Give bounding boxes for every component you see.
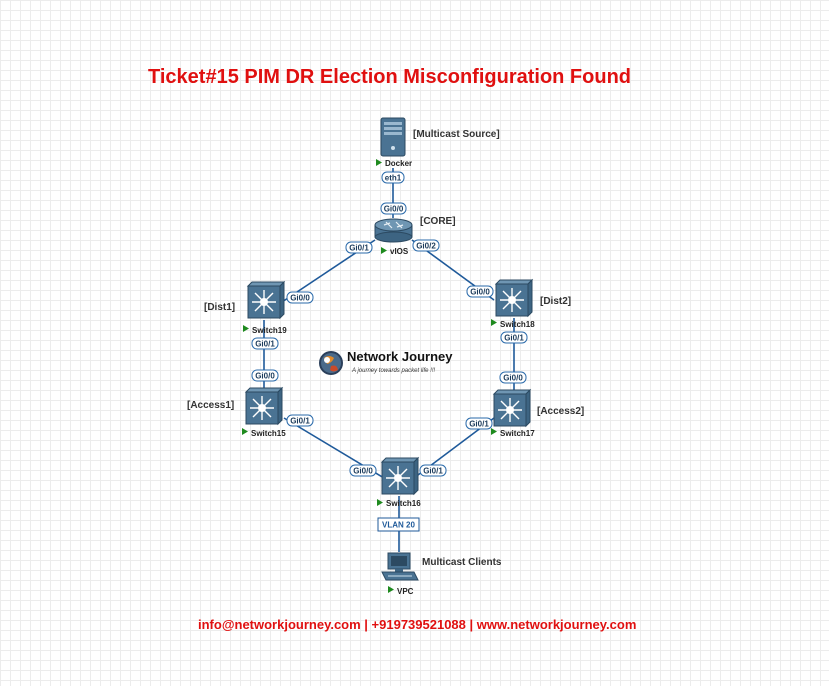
svg-text:Gi0/0: Gi0/0 bbox=[290, 294, 310, 303]
interface-label: Gi0/1 bbox=[500, 331, 528, 344]
switch15-role-label: [Access1] bbox=[187, 400, 234, 411]
interface-label: Gi0/0 bbox=[466, 285, 494, 298]
svg-text:Gi0/1: Gi0/1 bbox=[504, 334, 524, 343]
switch16-name-label: Switch16 bbox=[386, 499, 421, 508]
node-docker[interactable]: [Multicast Source] Docker bbox=[376, 117, 500, 168]
svg-text:Gi0/0: Gi0/0 bbox=[470, 288, 490, 297]
interface-labels: eth1 Gi0/0 Gi0/1 Gi0/2 Gi0/0 Gi0/1 Gi0/0… bbox=[251, 171, 528, 477]
interface-label: Gi0/0 bbox=[380, 202, 407, 215]
brand-logo: Network Journey A journey towards packet… bbox=[319, 349, 453, 375]
running-indicator-icon bbox=[242, 428, 248, 435]
running-indicator-icon bbox=[377, 499, 383, 506]
node-switch17[interactable]: [Access2] Switch17 bbox=[491, 388, 584, 438]
svg-text:Gi0/1: Gi0/1 bbox=[423, 467, 443, 476]
server-icon bbox=[380, 117, 406, 157]
svg-text:Gi0/2: Gi0/2 bbox=[416, 242, 436, 251]
svg-text:Gi0/1: Gi0/1 bbox=[290, 417, 310, 426]
interface-label: Gi0/0 bbox=[499, 371, 527, 384]
running-indicator-icon bbox=[243, 325, 249, 332]
brand-tagline: A journey towards packet life !!! bbox=[351, 368, 435, 374]
node-vios[interactable]: [CORE] vIOS bbox=[374, 216, 456, 256]
switch19-name-label: Switch19 bbox=[252, 326, 287, 335]
vios-role-label: [CORE] bbox=[420, 216, 456, 227]
vlan-label: VLAN 20 bbox=[377, 517, 420, 532]
node-switch15[interactable]: [Access1] Switch15 bbox=[187, 386, 286, 438]
interface-label: Gi0/0 bbox=[251, 369, 279, 382]
switch18-name-label: Switch18 bbox=[500, 320, 535, 329]
node-switch18[interactable]: [Dist2] Switch18 bbox=[491, 278, 571, 329]
l3-switch-icon bbox=[492, 388, 532, 428]
interface-label: Gi0/1 bbox=[465, 417, 493, 430]
contact-footer: info@networkjourney.com | +919739521088 … bbox=[198, 617, 637, 632]
node-vpc[interactable]: Multicast Clients VPC bbox=[381, 552, 502, 596]
pc-icon bbox=[381, 552, 419, 581]
interface-label: Gi0/0 bbox=[286, 291, 314, 304]
node-switch16[interactable]: Switch16 bbox=[377, 456, 421, 508]
svg-text:VLAN 20: VLAN 20 bbox=[382, 521, 415, 530]
interface-label: Gi0/2 bbox=[412, 239, 440, 252]
running-indicator-icon bbox=[376, 159, 382, 166]
svg-text:Gi0/1: Gi0/1 bbox=[255, 340, 275, 349]
brand-name: Network Journey bbox=[347, 349, 453, 364]
switch17-role-label: [Access2] bbox=[537, 406, 584, 417]
vpc-role-label: Multicast Clients bbox=[422, 557, 502, 568]
switch19-role-label: [Dist1] bbox=[204, 302, 235, 313]
l3-switch-icon bbox=[494, 278, 534, 318]
switch15-name-label: Switch15 bbox=[251, 429, 286, 438]
running-indicator-icon bbox=[388, 586, 394, 593]
svg-text:Gi0/0: Gi0/0 bbox=[353, 467, 373, 476]
interface-label: Gi0/0 bbox=[349, 464, 377, 477]
svg-text:Gi0/1: Gi0/1 bbox=[349, 244, 369, 253]
svg-text:Gi0/0: Gi0/0 bbox=[384, 205, 404, 214]
svg-text:Gi0/0: Gi0/0 bbox=[255, 372, 275, 381]
docker-role-label: [Multicast Source] bbox=[413, 129, 500, 140]
svg-text:Gi0/1: Gi0/1 bbox=[469, 420, 489, 429]
interface-label: Gi0/1 bbox=[345, 241, 373, 254]
interface-label: Gi0/1 bbox=[286, 414, 314, 427]
running-indicator-icon bbox=[491, 319, 497, 326]
switch17-name-label: Switch17 bbox=[500, 429, 535, 438]
docker-name-label: Docker bbox=[385, 159, 412, 168]
running-indicator-icon bbox=[491, 428, 497, 435]
vios-name-label: vIOS bbox=[390, 247, 409, 256]
svg-text:Gi0/0: Gi0/0 bbox=[503, 374, 523, 383]
interface-label: eth1 bbox=[381, 171, 405, 184]
l3-switch-icon bbox=[244, 386, 284, 426]
interface-label: Gi0/1 bbox=[419, 464, 447, 477]
svg-text:eth1: eth1 bbox=[385, 174, 402, 183]
l3-switch-icon bbox=[380, 456, 420, 496]
vpc-name-label: VPC bbox=[397, 587, 414, 596]
globe-icon bbox=[319, 351, 343, 375]
l3-switch-icon bbox=[246, 280, 286, 320]
interface-label: Gi0/1 bbox=[251, 337, 279, 350]
diagram-title: Ticket#15 PIM DR Election Misconfigurati… bbox=[148, 66, 632, 88]
switch18-role-label: [Dist2] bbox=[540, 296, 571, 307]
node-switch19[interactable]: [Dist1] Switch19 bbox=[204, 280, 287, 335]
router-icon bbox=[374, 218, 413, 243]
running-indicator-icon bbox=[381, 247, 387, 254]
